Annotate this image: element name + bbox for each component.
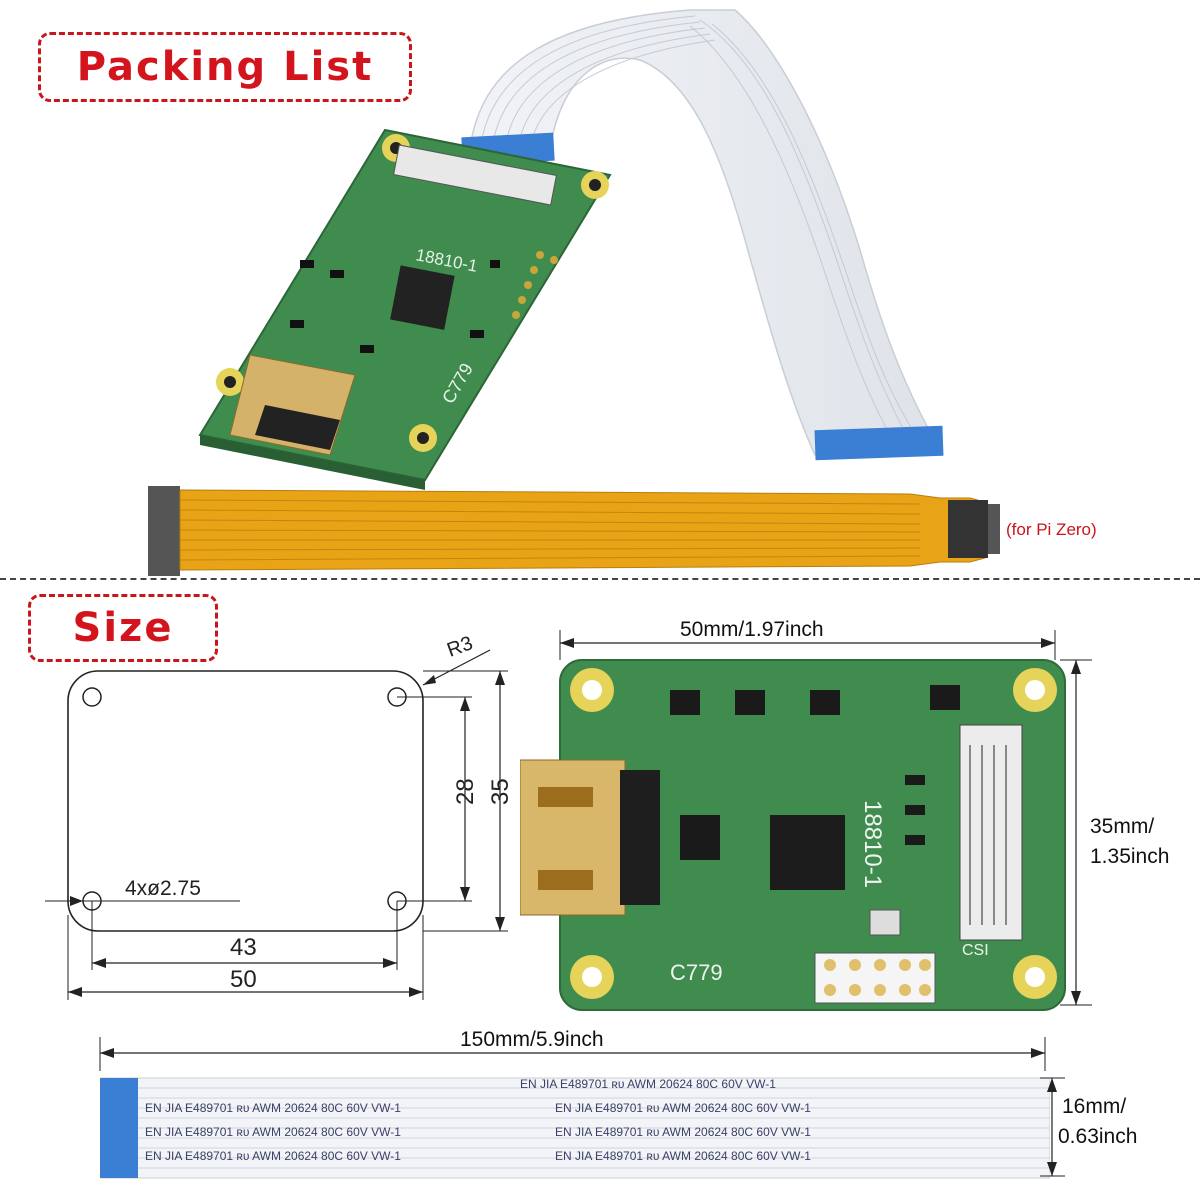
cable-width-label-1: 16mm/ (1062, 1095, 1127, 1118)
packing-list-title: Packing List (76, 44, 374, 90)
section-divider (0, 578, 1200, 580)
pcb-photo: 18810-1 C779 (198, 128, 612, 490)
height-inner-label: 28 (452, 778, 479, 805)
radius-label: R3 (444, 635, 476, 662)
board-csi-label: CSI (962, 942, 989, 959)
board-code-label: C779 (670, 960, 723, 985)
packing-list-tag: Packing List (38, 32, 412, 102)
width-inner-label: 43 (230, 934, 257, 961)
size-title: Size (72, 605, 174, 651)
board-width-dim (559, 630, 1056, 660)
cable-print-1: EN JIA E489701 ʀᴜ AWM 20624 80C 60V VW-1 (520, 1077, 776, 1091)
ribbon-stripes (479, 15, 926, 453)
board-outline (67, 670, 424, 932)
cable-print-6: EN JIA E489701 ʀᴜ AWM 20624 80C 60V VW-1 (145, 1149, 401, 1163)
cable-print-4: EN JIA E489701 ʀᴜ AWM 20624 80C 60V VW-1 (145, 1125, 401, 1139)
height-outer-label: 35 (487, 778, 514, 805)
main-chip (390, 265, 455, 330)
outline-hole (82, 687, 102, 707)
flat-ribbon-cable: EN JIA E489701 ʀᴜ AWM 20624 80C 60V VW-1… (100, 1077, 1050, 1179)
cable-width-label-2: 0.63inch (1058, 1125, 1138, 1148)
holes-label: 4xø2.75 (125, 877, 201, 900)
cable-print-2: EN JIA E489701 ʀᴜ AWM 20624 80C 60V VW-1 (145, 1101, 401, 1115)
board-model-label: 18810-1 (859, 800, 886, 888)
board-height-label-1: 35mm/ (1090, 815, 1155, 838)
ribbon-cable-top (461, 9, 944, 461)
cable-blue-tab (100, 1078, 138, 1178)
cable-length-label: 150mm/5.9inch (460, 1028, 604, 1051)
outline-drawing: R3 28 35 4xø2.75 43 50 (45, 635, 514, 1000)
board-height-label-2: 1.35inch (1090, 845, 1170, 868)
bridge-chip (770, 815, 845, 890)
cable-print-3: EN JIA E489701 ʀᴜ AWM 20624 80C 60V VW-1 (555, 1101, 811, 1115)
board-top-view: 18810-1 C779 CSI (520, 659, 1066, 1011)
cable-print-5: EN JIA E489701 ʀᴜ AWM 20624 80C 60V VW-1 (555, 1125, 811, 1139)
board-height-dim (1060, 659, 1092, 1006)
cable-length-dim (99, 1037, 1046, 1071)
pi-zero-note: (for Pi Zero) (1006, 520, 1097, 539)
cable-width-dim (1040, 1077, 1065, 1177)
ribbon-blue-end-bottom (814, 425, 944, 461)
size-tag: Size (28, 594, 218, 662)
width-outer-label: 50 (230, 966, 257, 993)
csi-connector (393, 144, 557, 206)
hdmi-port (520, 759, 626, 916)
cable-print-7: EN JIA E489701 ʀᴜ AWM 20624 80C 60V VW-1 (555, 1149, 811, 1163)
board-width-label: 50mm/1.97inch (680, 618, 824, 641)
pi-zero-flex-cable (148, 486, 1000, 576)
